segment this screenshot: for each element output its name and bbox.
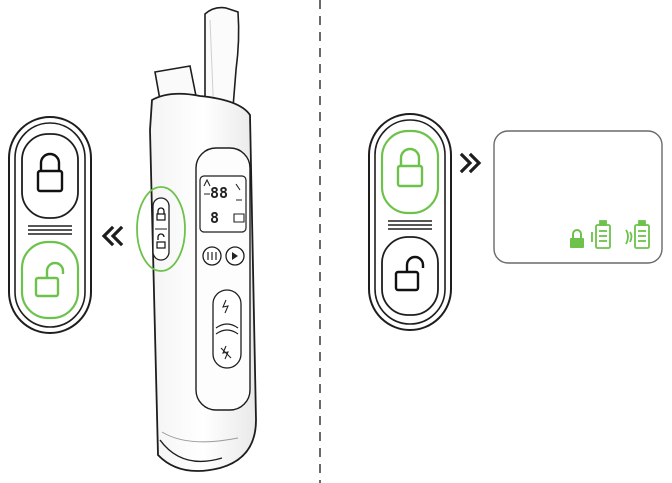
battery-icon	[591, 220, 611, 249]
lock-switch-highlight	[136, 186, 186, 272]
lcd-panel-frame	[493, 130, 663, 264]
panel-lock-icon	[570, 229, 584, 248]
remote-mini-lock-icon	[156, 207, 166, 221]
lcd-digits-top: 88	[210, 184, 228, 202]
remote-transmitter: 88 8	[136, 6, 257, 472]
remote-rocker-switch[interactable]	[212, 289, 242, 369]
remote-mini-unlock-icon	[156, 233, 166, 249]
left-lock-module	[8, 116, 92, 334]
right-lock-module	[368, 113, 452, 331]
lock-icon	[36, 152, 64, 193]
remote-battery-icon	[625, 220, 650, 249]
unlock-icon	[394, 255, 425, 292]
double-chevron-right-icon	[459, 152, 482, 174]
lcd-status-panel	[493, 130, 663, 264]
double-chevron-left-icon	[101, 225, 124, 247]
lcd-digits-bottom: 8	[210, 209, 219, 227]
lock-icon	[396, 147, 424, 188]
unlock-icon	[34, 261, 65, 298]
